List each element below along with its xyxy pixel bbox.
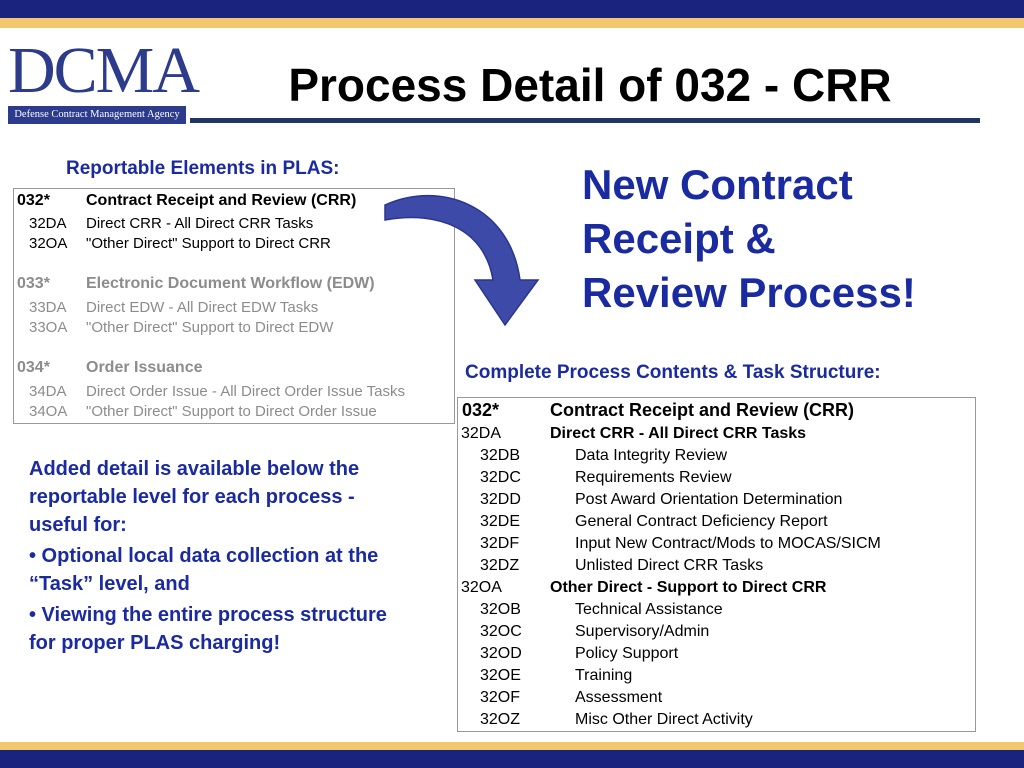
- top-navy-band: [0, 0, 1024, 18]
- row-code: 33DA: [29, 299, 67, 316]
- row-code: 32DD: [480, 491, 521, 508]
- row-code: 32DF: [480, 535, 520, 552]
- curved-arrow-icon: [384, 194, 540, 327]
- row-desc: Technical Assistance: [575, 601, 723, 618]
- callout-line: Receipt &: [582, 215, 776, 262]
- row-code: 32OC: [480, 623, 522, 640]
- row-code: 32OZ: [480, 711, 521, 728]
- row-desc: Supervisory/Admin: [575, 623, 710, 640]
- dcma-logo: DCMA Defense Contract Management Agency: [8, 34, 200, 124]
- notes-intro: Added detail is available below the repo…: [29, 458, 360, 536]
- row-code: 32DB: [480, 447, 521, 464]
- row-code: 32DA: [29, 215, 67, 232]
- callout-line: Review Process!: [582, 269, 916, 316]
- notes-block: Added detail is available below the repo…: [29, 455, 409, 660]
- notes-bullet: • Optional local data collection at the …: [29, 545, 379, 595]
- plas-heading: Reportable Elements in PLAS:: [66, 158, 340, 179]
- row-code: 032*: [17, 192, 50, 209]
- new-process-callout: New Contract Receipt & Review Process!: [582, 158, 916, 320]
- row-desc: Misc Other Direct Activity: [575, 711, 753, 728]
- row-desc: Policy Support: [575, 645, 679, 662]
- row-code: 034*: [17, 359, 50, 376]
- row-code: 34DA: [29, 383, 67, 400]
- task-structure-box: 032* Contract Receipt and Review (CRR) 3…: [457, 397, 976, 732]
- bottom-gold-band: [0, 742, 1024, 750]
- row-code: 32DE: [480, 513, 521, 530]
- row-code: 33OA: [29, 319, 68, 336]
- row-code: 32DA: [461, 425, 502, 442]
- bottom-navy-band: [0, 750, 1024, 768]
- row-desc: Assessment: [575, 689, 663, 706]
- row-code: 32DC: [480, 469, 521, 486]
- row-desc: Contract Receipt and Review (CRR): [550, 400, 855, 420]
- top-gold-band: [0, 18, 1024, 28]
- row-desc: Unlisted Direct CRR Tasks: [575, 557, 764, 574]
- row-desc: Order Issuance: [86, 359, 203, 376]
- callout-line: New Contract: [582, 161, 853, 208]
- task-structure-heading: Complete Process Contents & Task Structu…: [465, 362, 881, 383]
- row-desc: Other Direct - Support to Direct CRR: [550, 579, 827, 596]
- row-desc: Data Integrity Review: [575, 447, 728, 464]
- row-desc: Post Award Orientation Determination: [575, 491, 843, 508]
- row-desc: "Other Direct" Support to Direct CRR: [86, 235, 331, 252]
- row-desc: Electronic Document Workflow (EDW): [86, 275, 375, 292]
- title-underline: [190, 118, 980, 123]
- row-desc: Input New Contract/Mods to MOCAS/SICM: [575, 535, 881, 552]
- row-code: 32OD: [480, 645, 522, 662]
- row-code: 032*: [462, 400, 500, 420]
- row-desc: Requirements Review: [575, 469, 732, 486]
- logo-wordmark: DCMA: [8, 34, 200, 107]
- row-desc: Direct EDW - All Direct EDW Tasks: [86, 299, 319, 316]
- row-desc: "Other Direct" Support to Direct EDW: [86, 319, 334, 336]
- plas-elements-box: 032* Contract Receipt and Review (CRR) 3…: [13, 188, 455, 424]
- logo-subtitle: Defense Contract Management Agency: [8, 106, 186, 124]
- row-code: 32OA: [461, 579, 502, 596]
- page-title: Process Detail of 032 - CRR: [288, 59, 892, 111]
- row-desc: Training: [575, 667, 633, 684]
- notes-bullet: • Viewing the entire process structure f…: [29, 604, 387, 654]
- row-desc: Direct CRR - All Direct CRR Tasks: [550, 425, 807, 442]
- row-code: 32OF: [480, 689, 521, 706]
- row-desc: Direct Order Issue - All Direct Order Is…: [86, 383, 405, 400]
- row-code: 32OB: [480, 601, 521, 618]
- row-code: 32OA: [29, 235, 68, 252]
- row-code: 033*: [17, 275, 50, 292]
- row-desc: Contract Receipt and Review (CRR): [86, 192, 357, 209]
- row-code: 32DZ: [480, 557, 520, 574]
- row-desc: "Other Direct" Support to Direct Order I…: [86, 403, 377, 420]
- row-desc: General Contract Deficiency Report: [575, 513, 828, 530]
- row-code: 32OE: [480, 667, 521, 684]
- row-desc: Direct CRR - All Direct CRR Tasks: [86, 215, 314, 232]
- row-code: 34OA: [29, 403, 68, 420]
